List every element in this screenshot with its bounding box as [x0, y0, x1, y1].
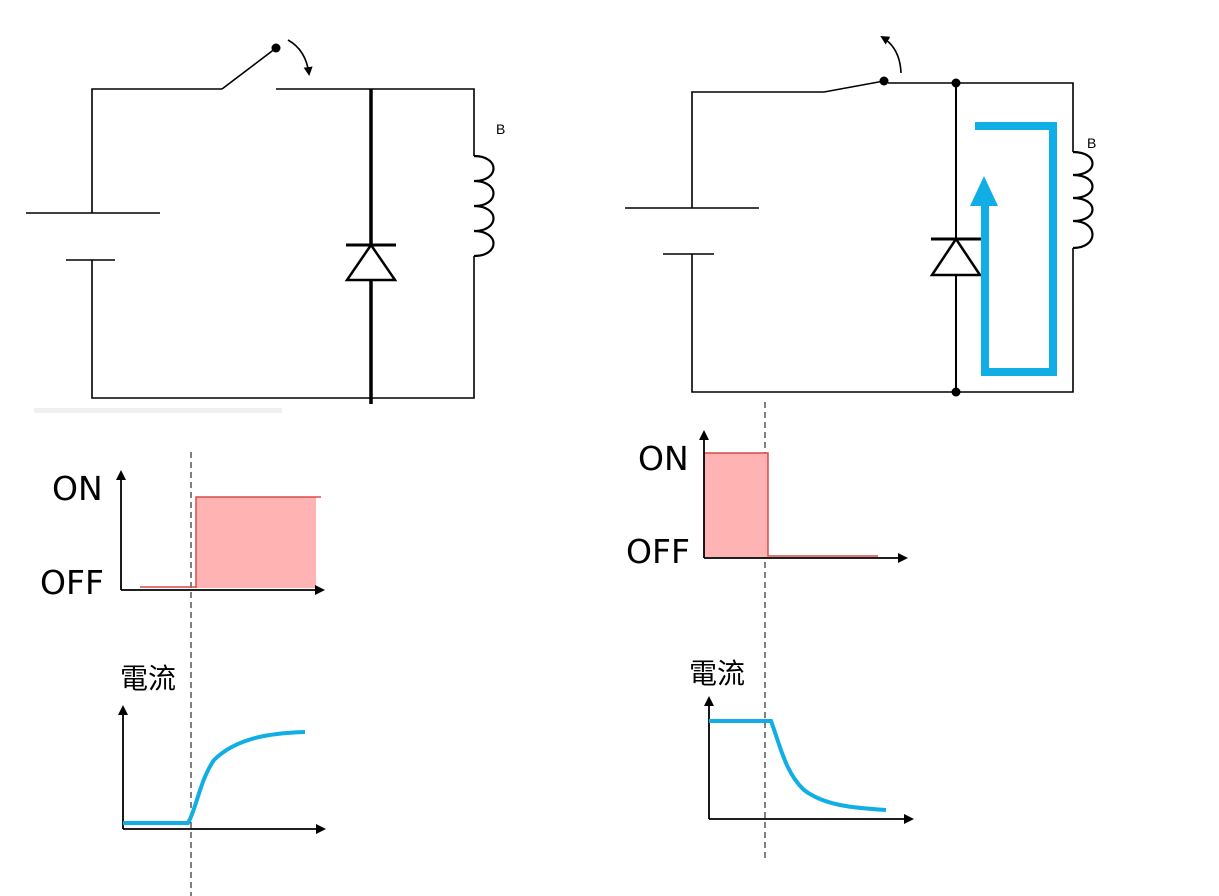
- freewheel-loop-path: [975, 122, 1057, 376]
- right-wire-top-left: [691, 91, 824, 208]
- left-wire-top-right: [276, 88, 475, 103]
- left-wire-top-left: [91, 88, 222, 213]
- right-switch-blade: [823, 80, 885, 93]
- right-current-ylabel: 電流: [689, 657, 745, 690]
- left-state-on-block: [196, 497, 316, 588]
- left-state-chart: ON OFF: [40, 469, 325, 602]
- left-wire-bottom: [91, 260, 475, 399]
- right-on-label: ON: [638, 439, 689, 478]
- right-current-chart: 電流: [689, 657, 914, 824]
- left-diode-triangle: [344, 242, 398, 282]
- freewheel-arrowhead: [970, 176, 998, 206]
- left-switch-blade: [221, 47, 277, 90]
- right-state-on-block: [704, 453, 768, 557]
- left-state-edge: [195, 496, 321, 588]
- right-state-chart: ON OFF: [626, 430, 908, 571]
- left-off-label: OFF: [40, 563, 104, 602]
- right-current-curve: [709, 719, 887, 812]
- left-current-curve: [123, 730, 306, 825]
- right-diode-triangle: [929, 236, 983, 277]
- right-junction-top: [951, 78, 961, 88]
- left-current-ylabel: 電流: [120, 662, 176, 695]
- right-switch-arrow: [880, 35, 902, 74]
- right-coil: [1072, 150, 1094, 250]
- left-coil: [473, 154, 495, 258]
- left-inductor-label: B: [496, 121, 505, 137]
- left-switch-arrow: [287, 39, 313, 76]
- right-wire-top-right: [888, 82, 1074, 98]
- left-circuit: [26, 39, 495, 404]
- freewheel-current-loop: [970, 122, 1057, 376]
- left-switch-pivot: [271, 43, 281, 53]
- right-inductor-label: B: [1087, 135, 1096, 151]
- right-state-edge: [704, 452, 878, 557]
- left-on-label: ON: [52, 469, 103, 508]
- left-current-chart: 電流: [118, 662, 326, 834]
- right-switch-pivot: [879, 76, 889, 86]
- right-wire-bottom: [691, 254, 1074, 393]
- right-off-label: OFF: [626, 532, 690, 571]
- left-faint-band: [34, 408, 282, 413]
- right-circuit: [625, 35, 1094, 397]
- right-junction-bottom: [951, 387, 961, 397]
